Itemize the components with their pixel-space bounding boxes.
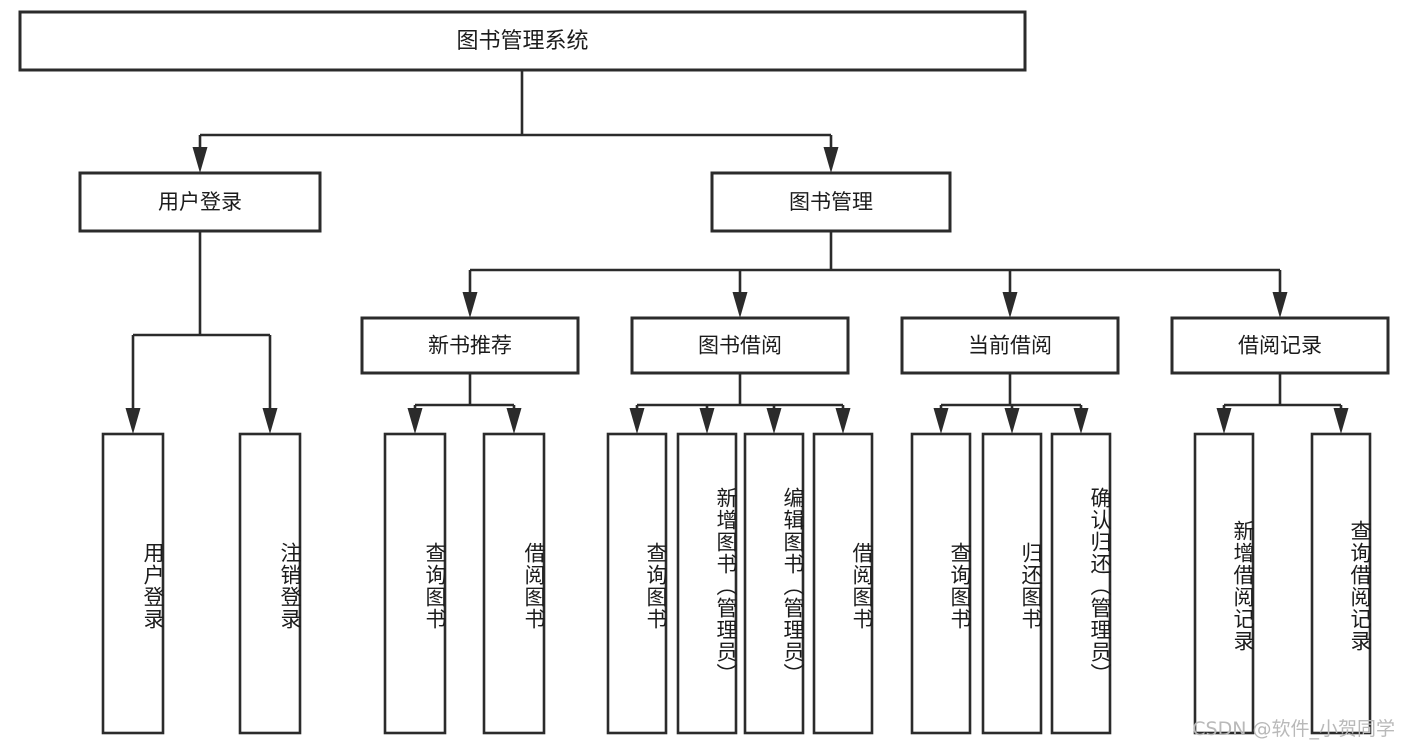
node-box-leaf-borrow-query-book[interactable] bbox=[606, 432, 668, 735]
conn-root-bus bbox=[192, 70, 839, 173]
arrow-head-icon bbox=[823, 147, 839, 173]
node-box-new-book-recommend[interactable] bbox=[360, 316, 580, 375]
arrow-head-icon bbox=[629, 408, 645, 434]
conn-record-bus bbox=[1216, 373, 1349, 434]
node-label-new-book-recommend: 新书推荐 bbox=[428, 334, 512, 358]
node-label-borrow-record: 借阅记录 bbox=[1238, 334, 1322, 358]
arrow-head-icon bbox=[506, 408, 522, 434]
node-box-borrow-record[interactable] bbox=[1170, 316, 1390, 375]
node-box-book-manage[interactable] bbox=[710, 171, 952, 233]
conn-bookmanage-bus bbox=[462, 231, 1288, 318]
arrow-head-icon bbox=[835, 408, 851, 434]
arrow-head-icon bbox=[262, 408, 278, 434]
node-box-book-borrow[interactable] bbox=[630, 316, 850, 375]
arrow-head-icon bbox=[407, 408, 423, 434]
node-box-user-login[interactable] bbox=[78, 171, 322, 233]
connector-layer bbox=[125, 70, 1349, 434]
conn-recommend-bus bbox=[407, 373, 522, 434]
node-box-leaf-record-query[interactable] bbox=[1310, 432, 1372, 735]
node-box-root[interactable] bbox=[18, 10, 1027, 72]
conn-userlogin-bus bbox=[125, 231, 278, 434]
node-label-book-manage: 图书管理 bbox=[789, 190, 873, 214]
conn-current-bus bbox=[933, 373, 1089, 434]
node-box-leaf-recommend-borrow-book[interactable] bbox=[482, 432, 546, 735]
node-box-leaf-current-return-book[interactable] bbox=[981, 432, 1043, 735]
watermark: CSDN @软件_小贺同学 bbox=[1192, 718, 1395, 740]
arrow-head-icon bbox=[1216, 408, 1232, 434]
arrow-head-icon bbox=[1272, 292, 1288, 318]
node-box-leaf-current-query-book[interactable] bbox=[910, 432, 972, 735]
node-label-root: 图书管理系统 bbox=[456, 29, 588, 54]
arrow-head-icon bbox=[1004, 408, 1020, 434]
node-box-leaf-user-login[interactable] bbox=[101, 432, 165, 735]
arrow-head-icon bbox=[1073, 408, 1089, 434]
conn-borrow-bus bbox=[629, 373, 851, 434]
node-box-leaf-borrow-borrow-book[interactable] bbox=[812, 432, 874, 735]
node-label-book-borrow: 图书借阅 bbox=[698, 334, 782, 358]
arrow-head-icon bbox=[732, 292, 748, 318]
node-label-current-borrow: 当前借阅 bbox=[968, 334, 1052, 358]
node-box-layer bbox=[18, 10, 1390, 735]
node-box-leaf-recommend-query-book[interactable] bbox=[383, 432, 447, 735]
arrow-head-icon bbox=[125, 408, 141, 434]
node-box-current-borrow[interactable] bbox=[900, 316, 1120, 375]
node-box-leaf-record-add[interactable] bbox=[1193, 432, 1255, 735]
arrow-head-icon bbox=[766, 408, 782, 434]
arrow-head-icon bbox=[1333, 408, 1349, 434]
node-box-leaf-borrow-add-book[interactable] bbox=[676, 432, 738, 735]
arrow-head-icon bbox=[699, 408, 715, 434]
node-box-leaf-current-confirm-return[interactable] bbox=[1050, 432, 1112, 735]
arrow-head-icon bbox=[462, 292, 478, 318]
arrow-head-icon bbox=[192, 147, 208, 173]
arrow-head-icon bbox=[933, 408, 949, 434]
node-label-user-login: 用户登录 bbox=[158, 190, 242, 214]
node-box-leaf-borrow-edit-book[interactable] bbox=[743, 432, 805, 735]
arrow-head-icon bbox=[1002, 292, 1018, 318]
node-box-leaf-user-logout[interactable] bbox=[238, 432, 302, 735]
